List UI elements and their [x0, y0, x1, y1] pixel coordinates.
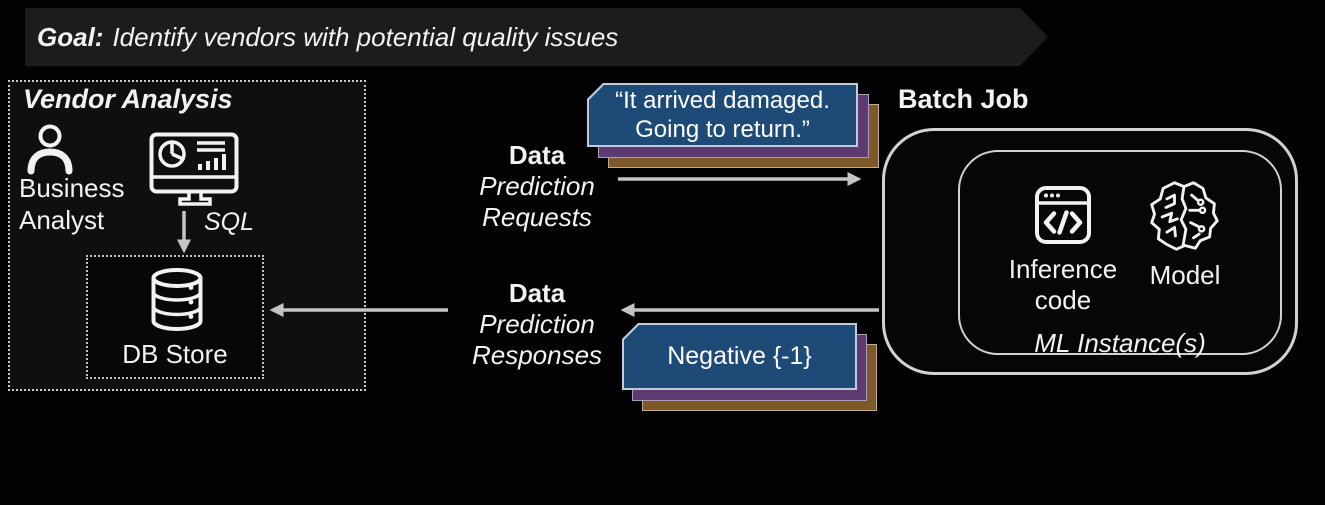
requests-data-label: Data [508, 140, 566, 170]
requests-prediction-label: Prediction [479, 171, 595, 201]
brain-circuit-icon [1146, 178, 1222, 254]
vendor-analysis-title: Vendor Analysis [23, 84, 233, 114]
inference-label-line2: code [1034, 285, 1092, 315]
goal-banner: Goal: Identify vendors with potential qu… [25, 8, 1048, 66]
db-store-box: DB Store [86, 255, 264, 379]
business-analyst-label: Business Analyst [19, 172, 125, 236]
response-card-text: Negative {-1} [667, 342, 812, 370]
prediction-requests-label: Data Prediction Requests [452, 140, 622, 233]
ml-instance-box: Inference code Model ML Instance(s) [958, 150, 1282, 358]
business-analyst-line1: Business [19, 173, 125, 203]
response-card: Negative {-1} [622, 323, 857, 390]
sql-label: SQL [204, 208, 255, 236]
request-card-text-line2: Going to return.” [635, 116, 810, 143]
db-store-label: DB Store [122, 339, 228, 369]
responses-prediction-label: Prediction [479, 309, 595, 339]
responses-data-label: Data [508, 278, 566, 308]
batch-job-title: Batch Job [898, 84, 1029, 114]
database-icon [148, 267, 206, 333]
vendor-analysis-box: Vendor Analysis Business Analyst [8, 80, 366, 391]
request-card-stack: “It arrived damaged. Going to return.” [587, 83, 880, 169]
goal-label: Goal: [37, 21, 104, 52]
prediction-responses-label: Data Prediction Responses [452, 278, 622, 371]
inference-label-line1: Inference [1008, 254, 1118, 284]
responses-responses-label: Responses [471, 340, 603, 370]
business-analyst-line2: Analyst [19, 205, 105, 235]
ml-instances-label: ML Instance(s) [1034, 328, 1206, 358]
person-icon [27, 124, 73, 176]
requests-requests-label: Requests [482, 202, 592, 232]
request-card: “It arrived damaged. Going to return.” [587, 83, 858, 147]
inference-code-label: Inference code [998, 254, 1128, 316]
model-label: Model [1149, 260, 1221, 290]
code-window-icon [1035, 186, 1091, 244]
goal-text: Identify vendors with potential quality … [112, 21, 619, 52]
response-card-stack: Negative {-1} [622, 323, 879, 412]
request-card-text-line1: “It arrived damaged. [615, 87, 830, 114]
monitor-dashboard-icon [149, 132, 241, 212]
